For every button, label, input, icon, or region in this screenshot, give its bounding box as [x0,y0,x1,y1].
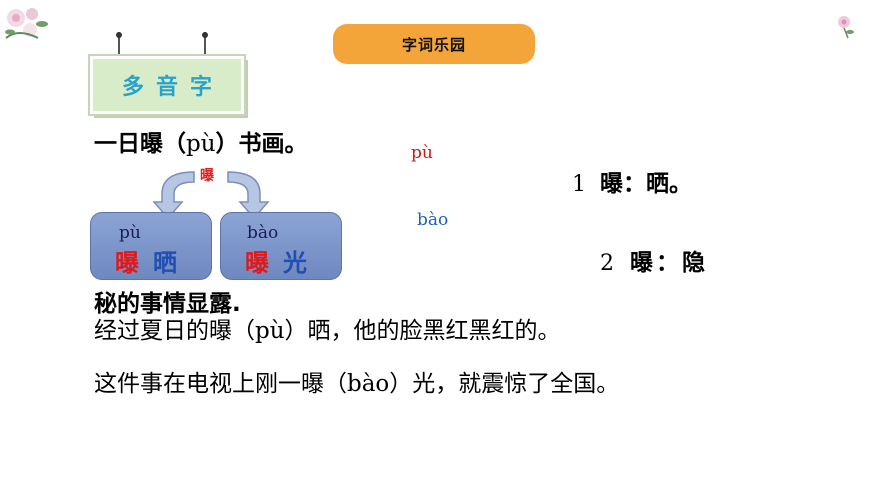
phrase-suffix: ）书画。 [215,131,308,157]
card-char-1: 曝 [245,249,273,277]
flower-decoration-icon [838,16,854,39]
sign-string [118,32,120,58]
example-sentence-1: 经过夏日的曝（pù）晒，他的脸黑红黑红的。 [94,311,561,345]
sentence-suffix: ）光，就震惊了全国。 [389,371,620,397]
reading-card-bao: bào 曝 光 [220,212,342,280]
section-title-badge: 字词乐园 [333,24,535,64]
meaning-1: 1 曝：晒。 [572,164,692,198]
card-char-1: 曝 [115,249,143,277]
example-phrase: 一日曝（pù）书画。 [94,124,308,158]
phrase-prefix: 一日曝（ [94,131,186,157]
card-pinyin: pù [119,223,141,243]
card-pinyin: bào [247,223,279,243]
sign-string [204,32,206,58]
root-character: 曝 [200,168,214,184]
floating-pinyin-pu: pù [411,143,433,163]
reading-card-pu: pù 曝 晒 [90,212,212,280]
meaning-continuation: 秘的事情显露. [94,291,241,317]
sentence-suffix: ）晒，他的脸黑红黑红的。 [284,318,561,344]
example-sentence-2: 这件事在电视上刚一曝（bào）光，就震惊了全国。 [94,364,619,398]
meaning-2: 2 曝：隐 [600,243,708,277]
floating-pinyin-bao: bào [417,210,449,230]
polyphone-sign: 多音字 [84,32,246,116]
card-char-2: 光 [283,249,311,277]
sentence-prefix: 经过夏日的曝（ [94,318,255,344]
meaning-text: 曝：隐 [630,250,708,276]
sign-nail [202,32,208,38]
flower-decoration-icon [5,8,48,39]
card-char-2: 晒 [153,249,181,277]
sentence-prefix: 这件事在电视上刚一曝（ [94,371,347,397]
branch-arrows-icon [152,171,270,220]
section-title: 字词乐园 [401,35,466,54]
sentence-pinyin: bào [347,371,390,397]
meaning-number: 2 [600,251,614,276]
meaning-number: 1 [572,172,586,197]
sentence-pinyin: pù [255,318,285,344]
sign-label: 多音字 [121,75,224,100]
phrase-pinyin: pù [186,131,216,157]
meaning-text: 曝：晒。 [600,171,692,197]
sign-board: 多音字 [88,54,246,116]
sign-nail [116,32,122,38]
